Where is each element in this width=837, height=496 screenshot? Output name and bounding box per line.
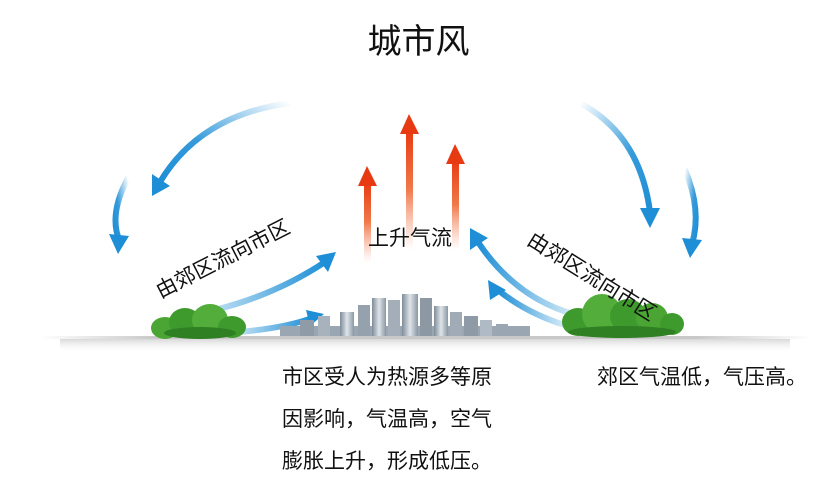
right-trees — [562, 294, 684, 338]
right-circulation-arrow — [577, 100, 702, 258]
ground — [40, 336, 810, 353]
rising-air-arrows — [358, 114, 465, 262]
left-trees — [151, 304, 246, 339]
city-description-line: 市区受人为热源多等原 — [282, 365, 492, 389]
city-skyline — [280, 294, 530, 336]
diagram-title: 城市风 — [367, 22, 470, 62]
suburb-description: 郊区气温低，气压高。 — [597, 365, 807, 389]
rising-air-label: 上升气流 — [368, 226, 452, 250]
left-circulation-arrow — [109, 100, 293, 254]
city-description-line: 因影响，气温高，空气 — [282, 407, 492, 431]
city-description: 市区受人为热源多等原 因影响，气温高，空气 膨胀上升，形成低压。 — [282, 356, 492, 482]
city-description-line: 膨胀上升，形成低压。 — [282, 449, 492, 473]
